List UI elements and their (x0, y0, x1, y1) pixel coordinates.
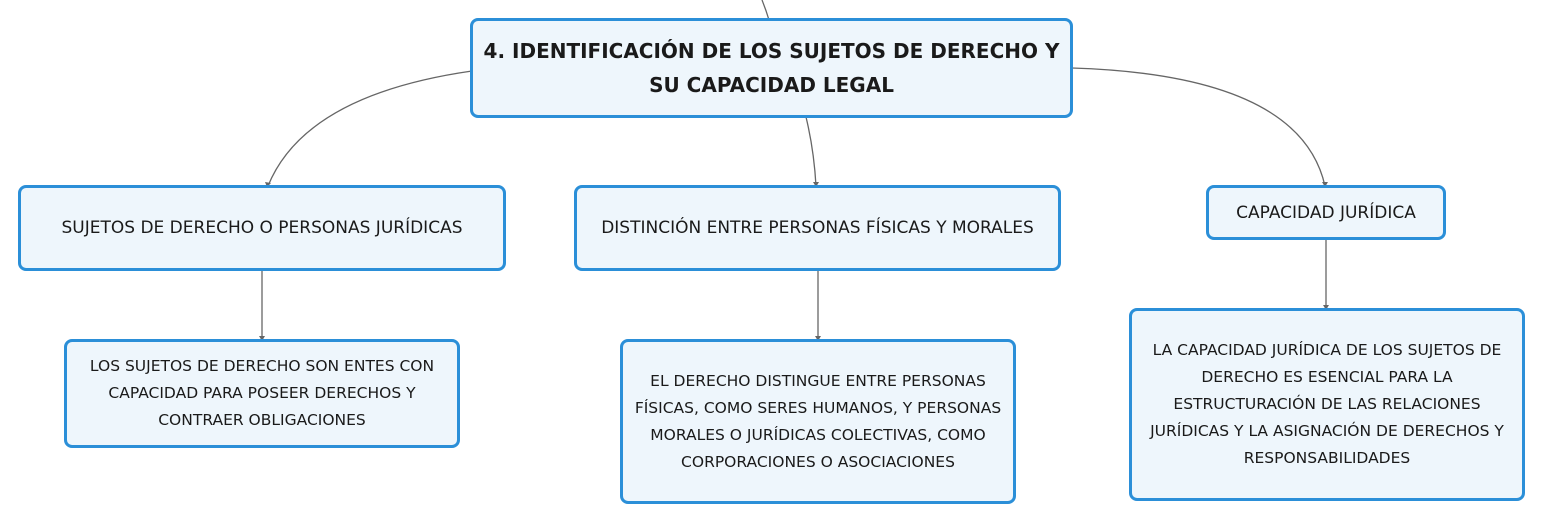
root-node-label: 4. IDENTIFICACIÓN DE LOS SUJETOS DE DERE… (483, 39, 1060, 97)
detail-node-text: LA CAPACIDAD JURÍDICA DE LOS SUJETOS DE … (1150, 341, 1504, 467)
arrowhead-icon (815, 336, 821, 341)
arrowhead-icon (259, 336, 265, 341)
detail-node-distincion[interactable]: EL DERECHO DISTINGUE ENTRE PERSONAS FÍSI… (620, 339, 1016, 504)
detail-node-sujetos[interactable]: LOS SUJETOS DE DERECHO SON ENTES CON CAP… (64, 339, 460, 448)
topic-node-distincion[interactable]: DISTINCIÓN ENTRE PERSONAS FÍSICAS Y MORA… (574, 185, 1061, 271)
topic-node-label: SUJETOS DE DERECHO O PERSONAS JURÍDICAS (61, 218, 463, 238)
topic-node-label: DISTINCIÓN ENTRE PERSONAS FÍSICAS Y MORA… (601, 218, 1034, 238)
detail-node-capacidad[interactable]: LA CAPACIDAD JURÍDICA DE LOS SUJETOS DE … (1129, 308, 1525, 501)
connector-root-to-topic-1 (267, 70, 473, 187)
topic-node-capacidad[interactable]: CAPACIDAD JURÍDICA (1206, 185, 1446, 240)
root-node[interactable]: 4. IDENTIFICACIÓN DE LOS SUJETOS DE DERE… (470, 18, 1073, 118)
topic-node-label: CAPACIDAD JURÍDICA (1236, 202, 1416, 223)
connector-root-to-topic-3 (1071, 67, 1326, 187)
arrowhead-icon (813, 182, 819, 187)
topic-node-sujetos[interactable]: SUJETOS DE DERECHO O PERSONAS JURÍDICAS (18, 185, 506, 271)
arrowhead-icon (1323, 305, 1329, 310)
arrowhead-icon (1322, 182, 1328, 187)
connector-root-to-topic-2 (805, 116, 817, 187)
detail-node-text: LOS SUJETOS DE DERECHO SON ENTES CON CAP… (89, 357, 435, 429)
connector-parent-to-root (761, 0, 770, 21)
detail-node-text: EL DERECHO DISTINGUE ENTRE PERSONAS FÍSI… (634, 371, 1002, 471)
